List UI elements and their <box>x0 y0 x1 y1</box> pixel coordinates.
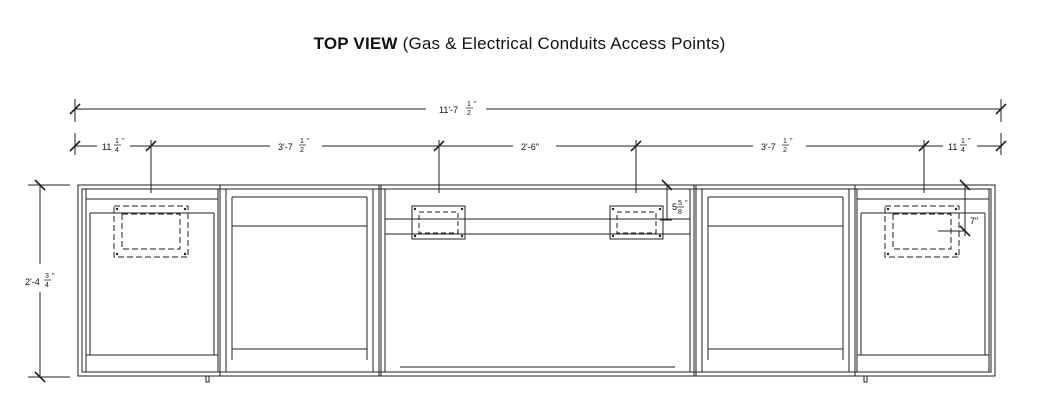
cabinet-left <box>85 188 219 383</box>
seg-4-num: 1 <box>783 138 787 145</box>
seg-1-den: 4 <box>115 147 119 154</box>
title-subtitle: (Gas & Electrical Conduits Access Points… <box>402 34 726 53</box>
access-plate-left <box>113 205 189 258</box>
label-seg-1: 11 1 4 " <box>102 138 125 154</box>
seg-1-unit: " <box>122 138 125 145</box>
offset-small-unit: " <box>685 200 688 207</box>
seg-2-den: 2 <box>300 147 304 154</box>
label-seg-2: 3'-7 1 2 " <box>278 138 310 154</box>
label-seg-4: 3'-7 1 2 " <box>761 138 793 154</box>
depth-den: 4 <box>45 282 49 289</box>
seg-5-whole: 11 <box>948 142 957 152</box>
seg-1-num: 1 <box>115 138 119 145</box>
seg-3-whole: 2'-6" <box>521 142 539 152</box>
offset-small-whole: 5 <box>672 202 677 212</box>
overall-den: 2 <box>467 110 471 117</box>
seg-4-unit: " <box>790 138 793 145</box>
seg-2-num: 1 <box>300 138 304 145</box>
access-plate-center-right <box>609 205 664 240</box>
plate-screws <box>115 207 958 256</box>
overall-num: 1 <box>467 101 471 108</box>
seg-1-whole: 11 <box>102 142 111 152</box>
label-offset-side: 7" <box>970 216 978 226</box>
access-plate-center-left <box>411 205 466 240</box>
depth-unit: " <box>52 273 55 280</box>
label-depth: 2'-4 3 4 " <box>25 273 55 289</box>
offset-side-whole: 7" <box>970 216 978 226</box>
title-bold: TOP VIEW <box>313 34 398 53</box>
drawing-title: TOP VIEW (Gas & Electrical Conduits Acce… <box>0 34 1039 54</box>
label-offset-small: 5 5 8 " <box>672 200 688 216</box>
offset-dimension-small <box>660 179 673 221</box>
offset-small-den: 8 <box>678 209 682 216</box>
seg-2-unit: " <box>307 138 310 145</box>
seg-5-unit: " <box>968 138 971 145</box>
cabinet-2 <box>219 184 380 377</box>
seg-5-num: 1 <box>961 138 965 145</box>
offset-dimension-side <box>938 179 971 237</box>
label-seg-5: 11 1 4 " <box>948 138 971 154</box>
seg-5-den: 4 <box>961 147 965 154</box>
label-overall: 11'-7 1 2 " <box>439 101 477 117</box>
label-seg-3: 2'-6" <box>521 142 539 152</box>
segment-dimension-line <box>69 133 1007 193</box>
depth-whole: 2'-4 <box>25 277 40 287</box>
seg-4-den: 2 <box>783 147 787 154</box>
cabinet-right <box>856 188 990 383</box>
depth-dimension <box>28 179 70 383</box>
overall-unit: " <box>474 101 477 108</box>
seg-2-whole: 3'-7 <box>278 142 293 152</box>
seg-4-whole: 3'-7 <box>761 142 776 152</box>
offset-small-num: 5 <box>678 200 682 207</box>
cabinet-center <box>380 184 695 377</box>
overall-whole: 11'-7 <box>439 105 458 115</box>
overall-dimension <box>69 99 1007 122</box>
depth-num: 3 <box>45 273 49 280</box>
cabinet-4 <box>695 184 856 377</box>
